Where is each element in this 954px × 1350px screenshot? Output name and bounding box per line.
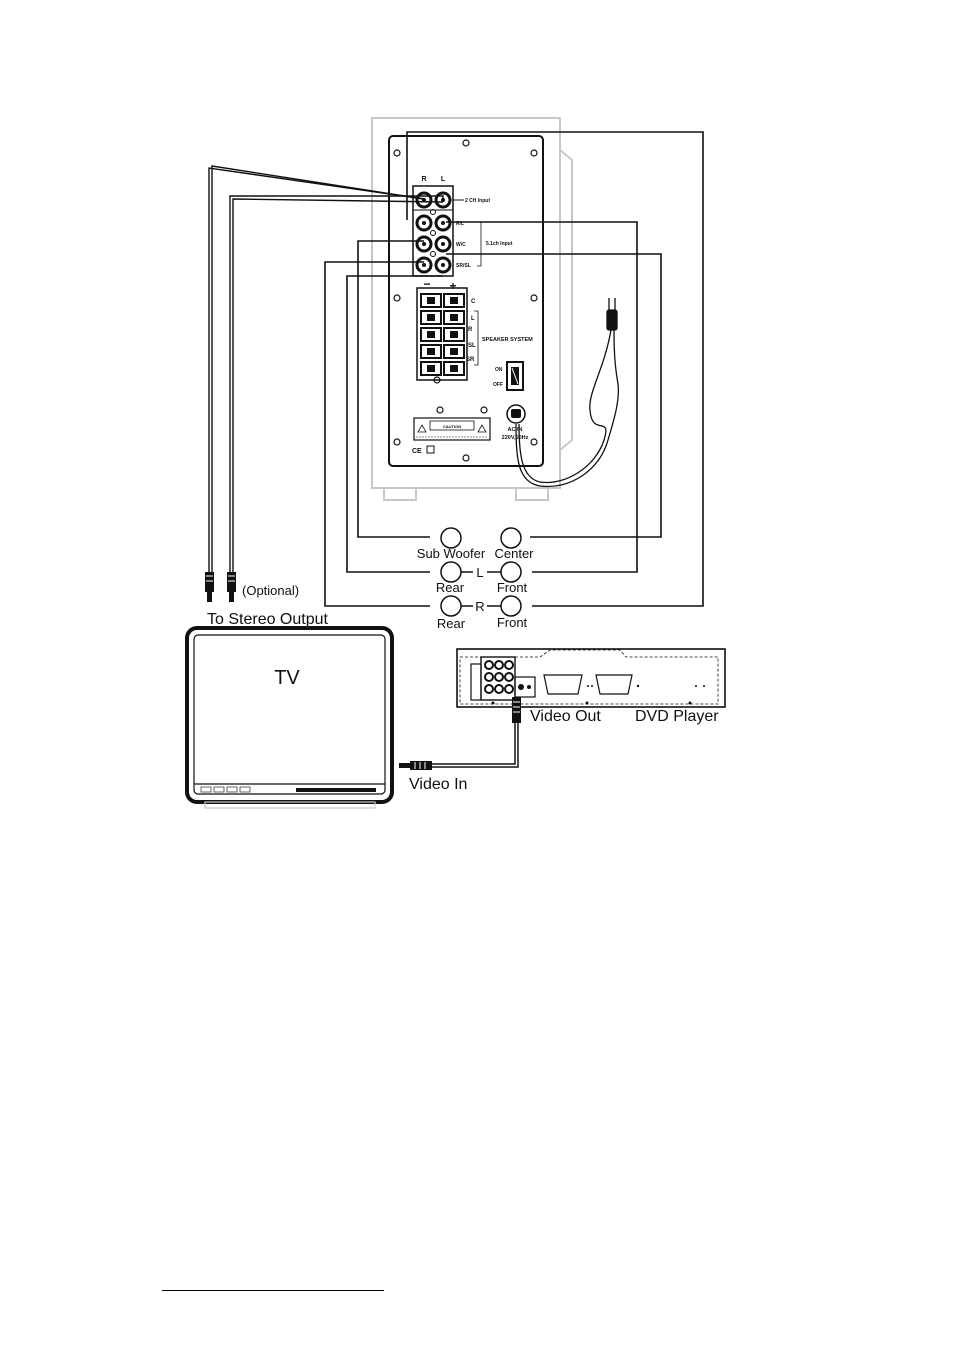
front-right-label: Front — [497, 615, 528, 630]
speaker-l-label: L — [471, 316, 475, 322]
video-out-label: Video Out — [530, 708, 601, 725]
warning-caption: CAUTION — [443, 424, 461, 429]
cert-marks: CE — [412, 448, 422, 455]
power-switch — [507, 362, 523, 390]
left-letter-label: L — [476, 565, 483, 580]
speaker-r-label: R — [468, 327, 473, 333]
video-cable — [399, 697, 521, 770]
ac-rating-label: 220V,50Hz — [502, 435, 529, 441]
rca-jack-sr — [417, 258, 431, 272]
sub-woofer-speaker — [441, 528, 461, 548]
tv-unit — [187, 628, 392, 808]
dvd-rca-jacks — [485, 661, 513, 693]
channel-label-l: L — [441, 176, 446, 183]
dvd-player-unit — [457, 649, 725, 707]
rca-plug-right — [227, 572, 236, 602]
speaker-terminal-block — [417, 288, 467, 380]
video-in-label: Video In — [409, 776, 467, 793]
rear-left-speaker — [441, 562, 461, 582]
center-label: Center — [494, 546, 534, 561]
speaker-system-label: SPEAKER SYSTEM — [482, 337, 533, 343]
front-left-label: Front — [497, 580, 528, 595]
to-stereo-output-label: To Stereo Output — [207, 611, 329, 628]
rca-jack-w — [417, 237, 431, 251]
right-letter-label: R — [475, 599, 484, 614]
footnote-rule — [162, 1290, 384, 1291]
sub-woofer-label: Sub Woofer — [417, 546, 486, 561]
optional-label: (Optional) — [242, 583, 299, 598]
input-51-label: 5.1ch Input — [486, 241, 513, 247]
input-wc-label: W/C — [456, 242, 466, 248]
speaker-c-label: C — [471, 299, 476, 305]
terminal-minus-label: − — [423, 277, 430, 291]
input-2ch-label: 2 CH Input — [465, 198, 490, 204]
input-srsl-label: SR/SL — [456, 263, 471, 269]
channel-label-r: R — [421, 176, 426, 183]
rear-right-label: Rear — [437, 616, 466, 631]
center-speaker — [501, 528, 521, 548]
warning-label-box — [414, 418, 490, 440]
speaker-sr-label: SR — [466, 357, 475, 363]
ac-inlet — [507, 405, 525, 423]
rca-jack-2ch-r — [417, 193, 431, 207]
switch-on-label: ON — [495, 367, 503, 373]
front-left-speaker — [501, 562, 521, 582]
rca-jack-r — [417, 216, 431, 230]
front-right-speaker — [501, 596, 521, 616]
terminal-plus-label: + — [449, 279, 456, 293]
rca-jack-c — [436, 237, 450, 251]
dvd-player-label: DVD Player — [635, 708, 719, 725]
rear-right-speaker — [441, 596, 461, 616]
speaker-sl-label: SL — [468, 343, 476, 349]
switch-off-label: OFF — [493, 382, 503, 388]
rca-jack-l — [436, 216, 450, 230]
rca-jack-sl — [436, 258, 450, 272]
rca-jack-2ch-l — [436, 193, 450, 207]
rca-plug-left — [205, 572, 214, 602]
rear-left-label: Rear — [436, 580, 465, 595]
tv-label: TV — [274, 667, 300, 689]
ac-in-label: AC IN — [508, 427, 523, 433]
